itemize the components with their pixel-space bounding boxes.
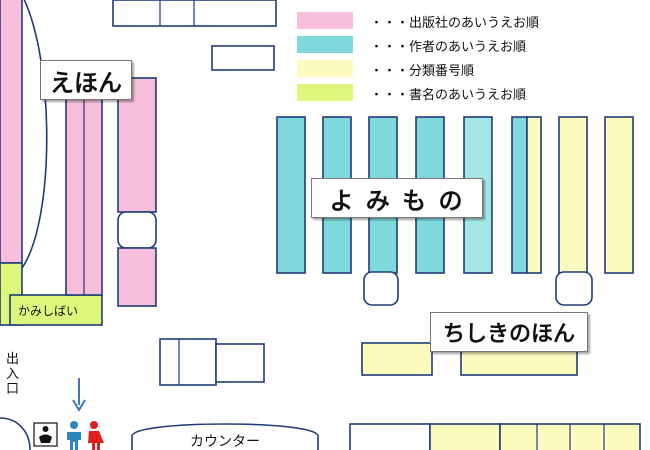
female-restroom-icon xyxy=(88,421,104,450)
middle-table-right xyxy=(215,343,265,383)
legend-swatch-classification xyxy=(297,60,353,77)
legend-swatch-publisher xyxy=(297,12,353,29)
yomimono-shelf-6-yellow xyxy=(526,116,542,274)
legend-text-classification: ・・・分類番号順 xyxy=(370,64,475,79)
bottom-shelf-yellow-1 xyxy=(429,423,501,450)
area-label-counter: カウンター xyxy=(190,434,260,450)
yomimono-shelf-7 xyxy=(558,116,588,274)
area-label-entrance: 出入口 xyxy=(6,352,20,397)
middle-table-left xyxy=(159,338,217,386)
area-label-kamishibai: かみしばい xyxy=(18,304,79,318)
baby-changing-icon xyxy=(33,422,58,447)
bottom-shelf-white xyxy=(349,423,431,450)
ehon-shelf-2-top xyxy=(117,77,157,213)
legend-swatch-title xyxy=(297,84,353,101)
down-arrow-icon xyxy=(72,378,86,412)
legend-text-title: ・・・書名のあいうえお順 xyxy=(370,88,527,103)
yomimono-shelf-1 xyxy=(276,116,306,274)
counter xyxy=(131,423,319,450)
legend-text-author: ・・・作者のあいうえお順 xyxy=(370,40,527,55)
legend-text-publisher: ・・・出版社のあいうえお順 xyxy=(370,16,540,31)
left-wall-curve xyxy=(21,0,48,269)
kamishibai-bottom-shelf xyxy=(9,294,103,326)
yomimono-shelf-8 xyxy=(604,116,634,274)
ehon-shelf-2-table xyxy=(117,211,157,249)
table-2 xyxy=(555,271,593,306)
area-label-ehon: えほん xyxy=(40,60,132,100)
yomimono-shelf-6-cyan xyxy=(511,116,528,274)
legend-swatch-author xyxy=(297,36,353,53)
area-label-chishiki: ちしきのほん xyxy=(430,312,588,352)
ehon-shelf-2-bottom xyxy=(117,247,157,307)
table-1 xyxy=(363,271,399,306)
top-small-shelf xyxy=(211,45,275,71)
left-wall-shelf xyxy=(0,0,23,264)
entrance-arc xyxy=(0,417,31,450)
chishiki-shelf-1 xyxy=(361,342,433,376)
male-restroom-icon xyxy=(67,421,81,450)
area-label-yomimono: よ み も の xyxy=(311,178,483,218)
